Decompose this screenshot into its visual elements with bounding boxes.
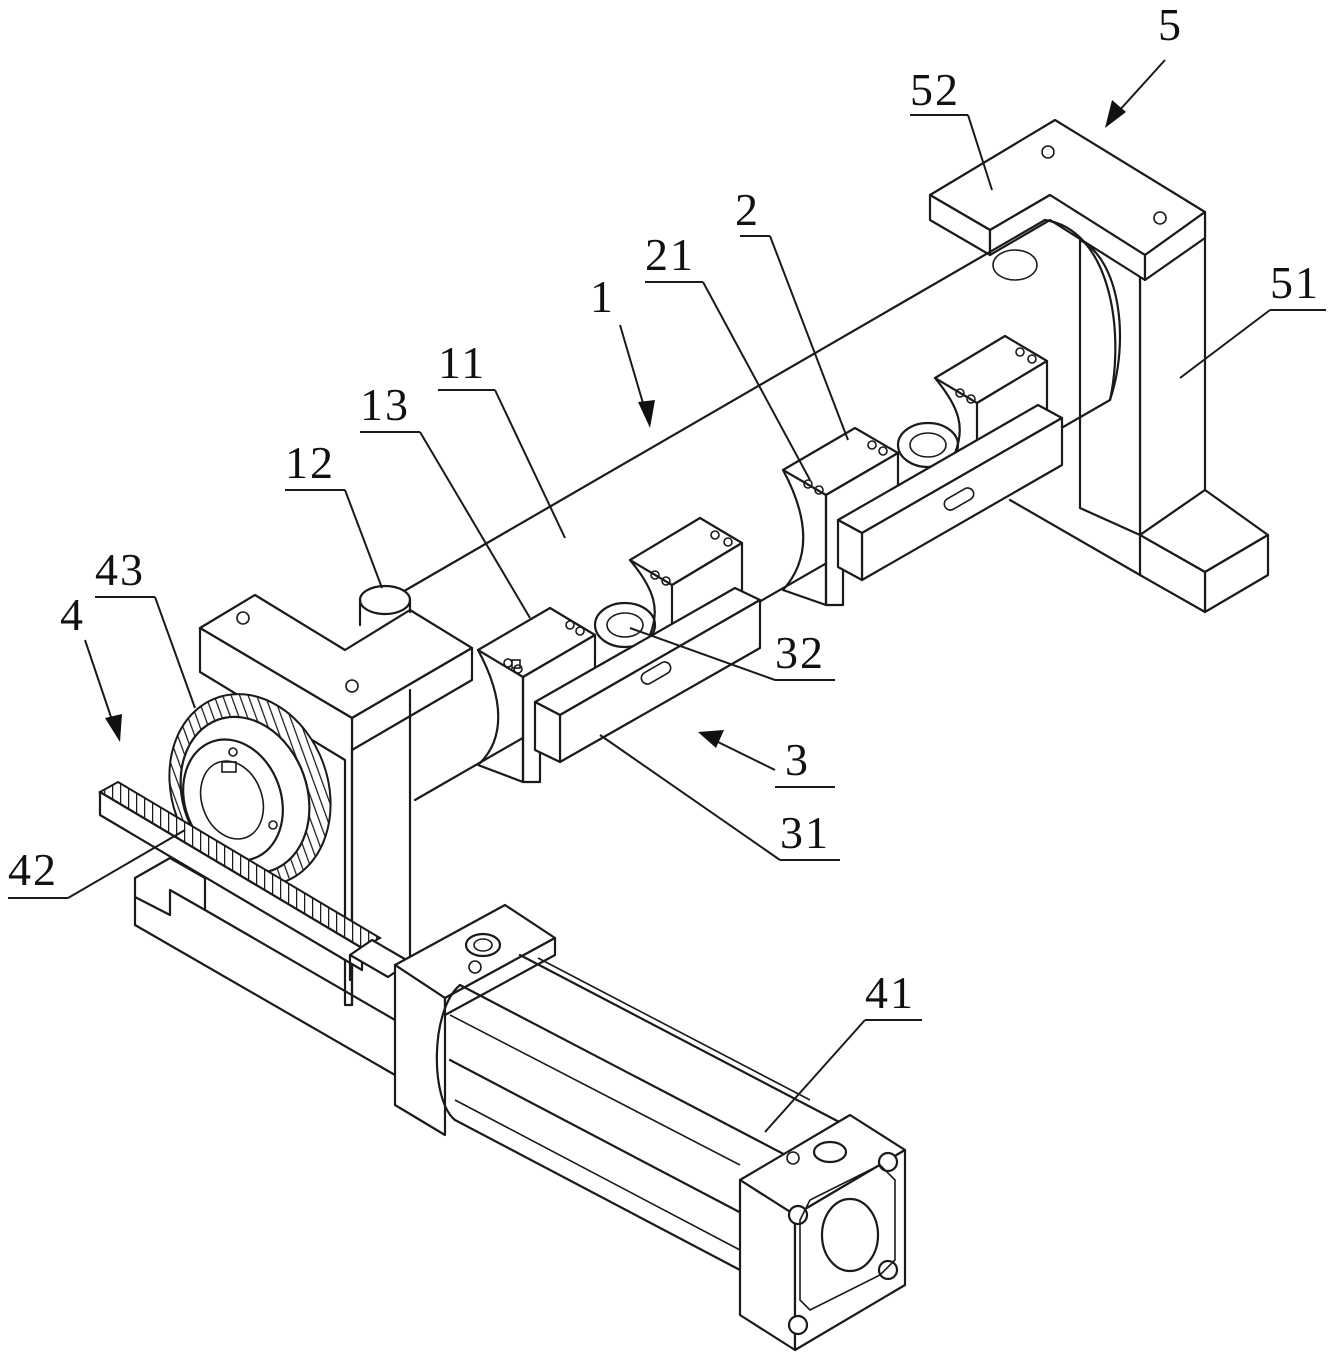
label-3: 3 — [785, 734, 810, 785]
label-42: 42 — [8, 844, 58, 895]
main-cylinder — [380, 220, 1140, 800]
label-52: 52 — [910, 64, 960, 115]
label-31: 31 — [780, 807, 830, 858]
label-13: 13 — [360, 379, 410, 430]
label-21: 21 — [645, 229, 695, 280]
label-12: 12 — [285, 437, 335, 488]
label-51: 51 — [1270, 257, 1320, 308]
label-5: 5 — [1158, 0, 1183, 50]
label-43: 43 — [95, 544, 145, 595]
label-41: 41 — [865, 967, 915, 1018]
label-2: 2 — [735, 184, 760, 235]
air-cylinder — [350, 905, 905, 1350]
label-4: 4 — [60, 589, 85, 640]
label-1: 1 — [590, 271, 615, 322]
label-32: 32 — [775, 627, 825, 678]
label-11: 11 — [438, 337, 486, 388]
